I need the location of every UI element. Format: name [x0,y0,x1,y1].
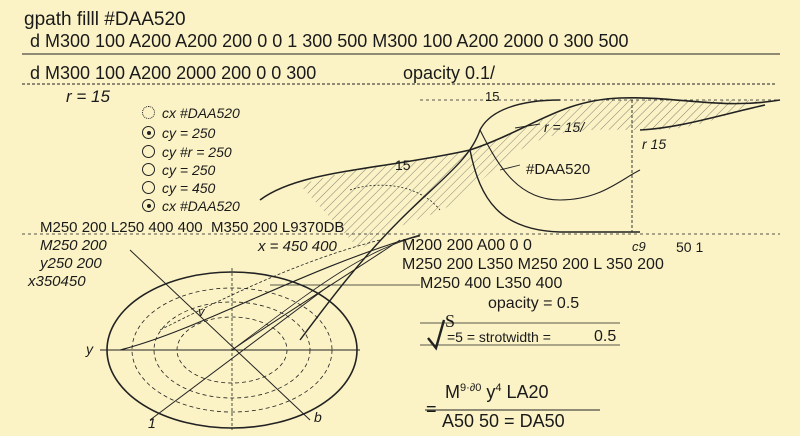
legend-item-2: cy = 250 [162,125,216,141]
label-r15-right: r 15 [642,136,667,152]
header-line-2: d M300 100 A200 A200 200 0 0 1 300 500 M… [30,31,629,51]
formula-numerator: M9·∂0 y4 LA20 [445,382,549,402]
formula-equals: = [426,399,437,419]
loop-inner-curve [479,129,641,201]
diag-line-1 [129,249,311,421]
check-circle-icon [142,145,155,158]
legend-item-1: cx #DAA520 [162,105,240,121]
fan-line-2 [231,239,401,351]
ellipse-figure [100,234,421,430]
diag-line-2 [149,284,331,421]
dot-circle-icon [142,126,155,139]
header-line-3: d M300 100 A200 2000 200 0 0 300 [30,63,317,83]
radius-label: r = 15 [66,87,110,106]
label-mid-15: 15 [395,157,411,173]
dotted-circle-icon [142,106,155,119]
axis-y-label: y [86,341,93,357]
opacity-top-label: opacity 0.1/ [403,63,496,83]
right-path-b: M250 200 L350 M250 200 L 350 200 [402,256,664,273]
legend-item-4: cy = 250 [162,162,216,178]
path-label-3: M250 200 [40,237,107,254]
stroke-s-label: S [445,311,456,331]
formula-denominator: A50 50 = DA50 [442,411,565,431]
arrow-fill [499,164,521,171]
header-line-1: gpath filll #DAA520 [24,9,186,30]
stroke-value: 0.5 [594,328,617,345]
right-path-a: M200 200 A00 0 0 [402,237,532,254]
axis-b-label: b [314,409,322,425]
arrow-r15 [514,123,541,129]
dashed-arc [349,184,441,211]
hatched-band-upper [300,100,760,250]
fan-line-3 [231,235,421,351]
x2-value-label: x350450 [28,273,86,290]
loop-curve [469,149,640,233]
legend-item-5: cy = 450 [162,180,216,196]
dot-circle-icon [142,199,155,212]
path-label-1: M250 200 L250 400 400 M350 200 L9370DB [40,219,345,236]
fan-line-4 [159,239,381,331]
inner-curve [299,99,561,341]
label-50-1: 50 1 [676,239,704,255]
opacity-label: opacity = 0.5 [488,295,580,312]
right-path-c: M250 400 L350 400 [420,275,563,292]
label-top-15: 15 [485,89,500,104]
rule-lines [22,53,780,346]
label-r15-inner: r = 15/ [544,119,585,135]
path-label-2: M350 200 L9370DB [211,219,345,236]
legend-item-3: cy #r = 250 [162,144,232,160]
outer-curve [259,97,781,201]
right-tail-curve [639,104,766,131]
axis-v-label: v [198,304,205,319]
fan-line-1 [119,234,421,351]
legend-item-6: cx #DAA520 [162,198,240,214]
axis-1-label: 1 [148,415,156,431]
stroke-equation: =5 = strotwidth = [447,329,551,345]
x-value-label: x = 450 400 [258,238,337,255]
label-c9: c9 [632,239,646,254]
check-circle-icon [142,163,155,176]
check-mark-icon [427,319,446,351]
label-fill-color: #DAA520 [526,161,591,178]
hatched-curve-region [259,97,781,341]
y-value-label: y250 200 [40,255,102,272]
check-circle-icon [142,181,155,194]
